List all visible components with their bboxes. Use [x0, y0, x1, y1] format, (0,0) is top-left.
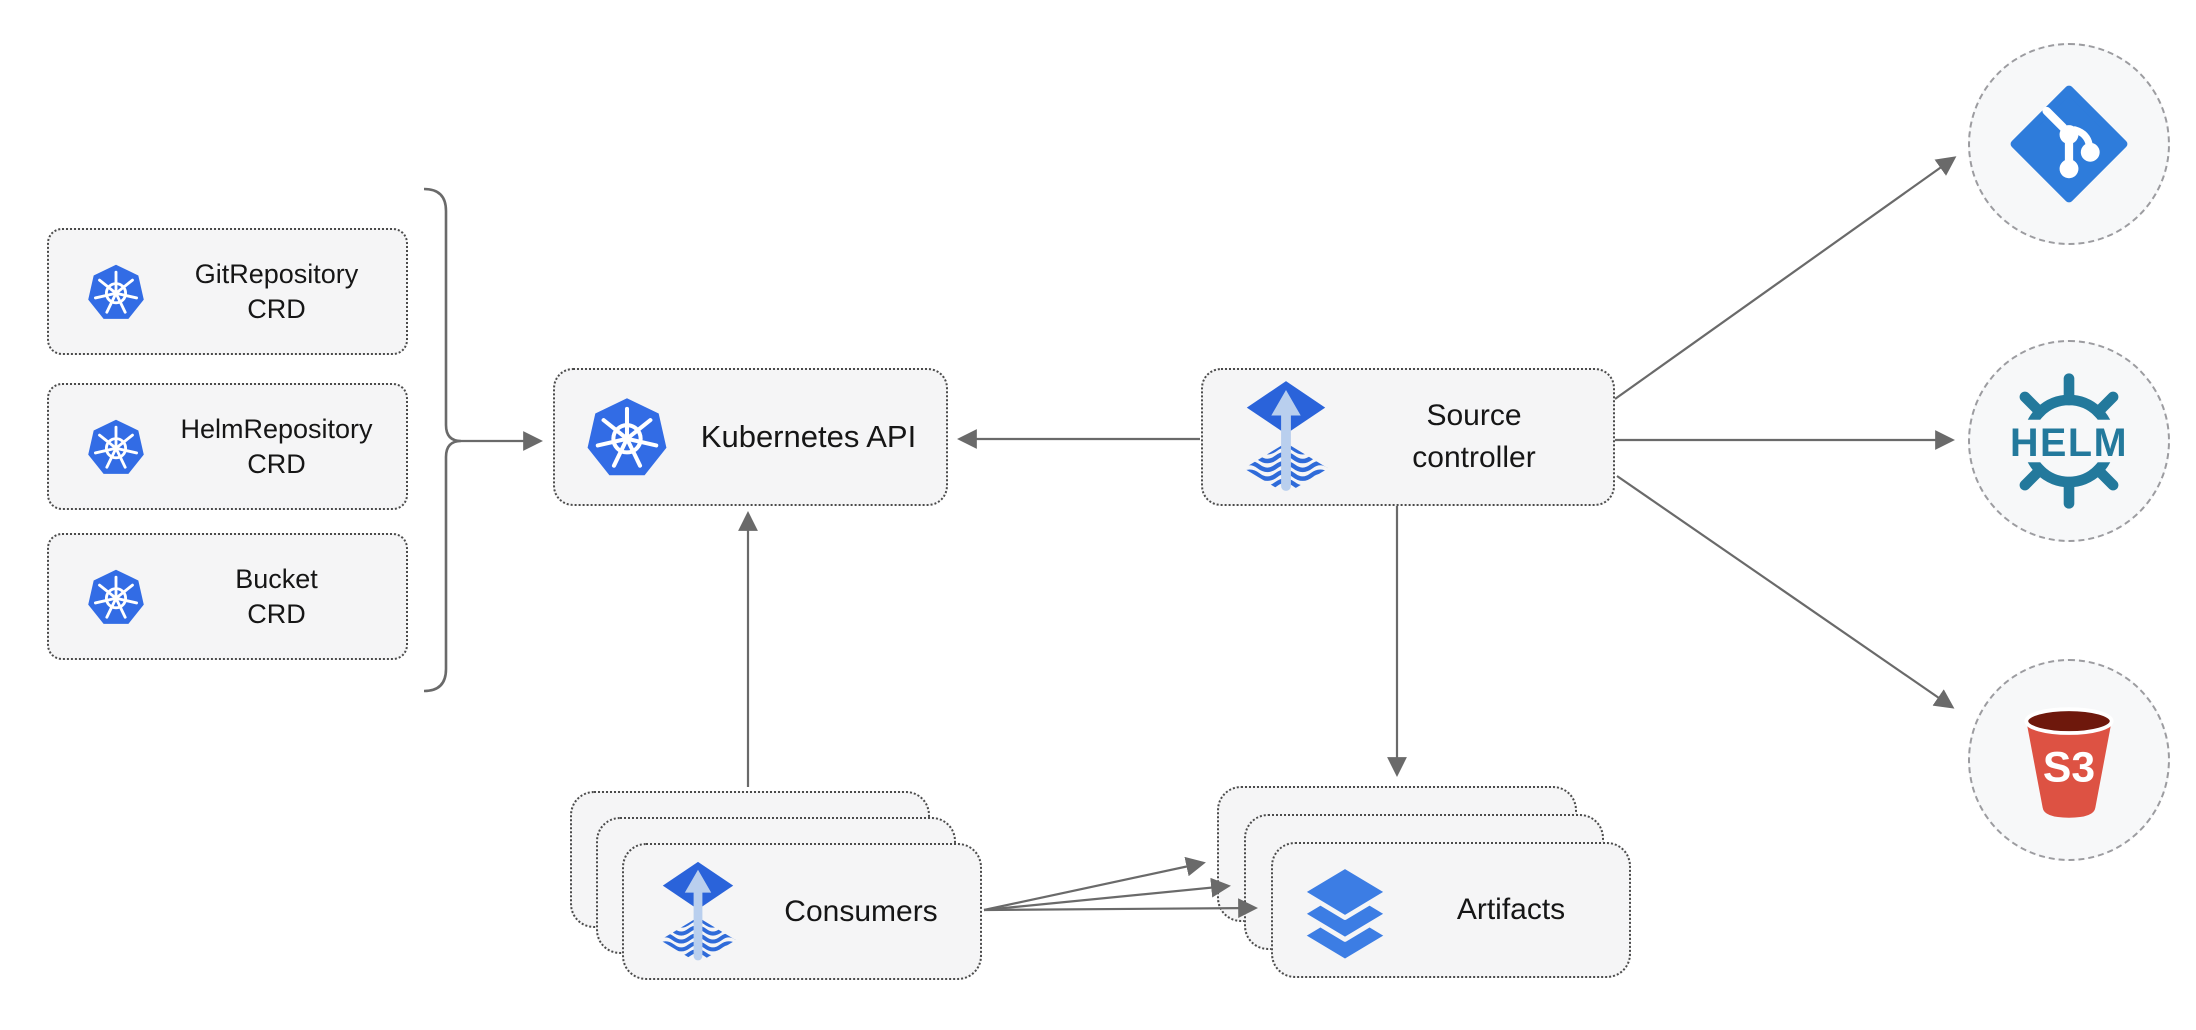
crd-gitrepository-label: GitRepository CRD	[147, 257, 406, 327]
helm-icon: HELM	[1993, 373, 2145, 509]
crd-group-bracket	[423, 187, 462, 693]
source-controller-label-line2: controller	[1412, 441, 1536, 474]
source-controller-label-line1: Source	[1426, 399, 1522, 432]
kubernetes-icon	[583, 393, 671, 481]
connector-consumers-to-artifacts-3	[983, 898, 1258, 919]
kubernetes-api-box: Kubernetes API	[553, 368, 948, 506]
connector-consumers-to-artifacts-2	[983, 877, 1231, 912]
kubernetes-icon	[85, 566, 147, 628]
crd-helmrepository-label: HelmRepository CRD	[147, 412, 406, 482]
kubernetes-icon	[85, 261, 147, 323]
s3-logo-text: S3	[2043, 743, 2095, 791]
connector-source-controller-to-s3	[1616, 475, 1955, 709]
kubernetes-icon	[85, 416, 147, 478]
flux-source-icon	[654, 857, 742, 967]
s3-bucket-icon: S3	[2024, 707, 2114, 818]
consumers-box: Consumers	[622, 843, 982, 980]
git-icon	[2010, 85, 2128, 203]
crd-label-line2: CRD	[247, 448, 306, 479]
connector-consumers-to-artifacts-1	[983, 856, 1206, 912]
layers-icon	[1299, 863, 1391, 964]
consumers-label: Consumers	[784, 894, 938, 928]
crd-bucket-label: Bucket CRD	[147, 562, 406, 632]
flux-source-icon	[1237, 377, 1335, 497]
artifacts-box: Artifacts	[1271, 842, 1631, 978]
git-source-circle	[1968, 43, 2170, 245]
crd-label-line2: CRD	[247, 293, 306, 324]
source-controller-box: Source controller	[1201, 368, 1615, 506]
crd-label-line1: GitRepository	[194, 258, 359, 289]
s3-source-circle: S3	[1968, 659, 2170, 861]
source-controller-label: Source controller	[1335, 395, 1613, 479]
crd-box-bucket: Bucket CRD	[47, 533, 408, 660]
crd-label-line1: HelmRepository	[180, 413, 373, 444]
crd-label-line1: Bucket	[235, 563, 318, 594]
kubernetes-api-label: Kubernetes API	[700, 419, 917, 454]
crd-box-helmrepository: HelmRepository CRD	[47, 383, 408, 510]
connector-source-controller-to-git	[1614, 156, 1957, 400]
artifacts-label: Artifacts	[1456, 893, 1566, 926]
crd-box-gitrepository: GitRepository CRD	[47, 228, 408, 355]
helm-source-circle: HELM	[1968, 340, 2170, 542]
helm-logo-text: HELM	[2010, 421, 2128, 465]
crd-label-line2: CRD	[247, 598, 306, 629]
